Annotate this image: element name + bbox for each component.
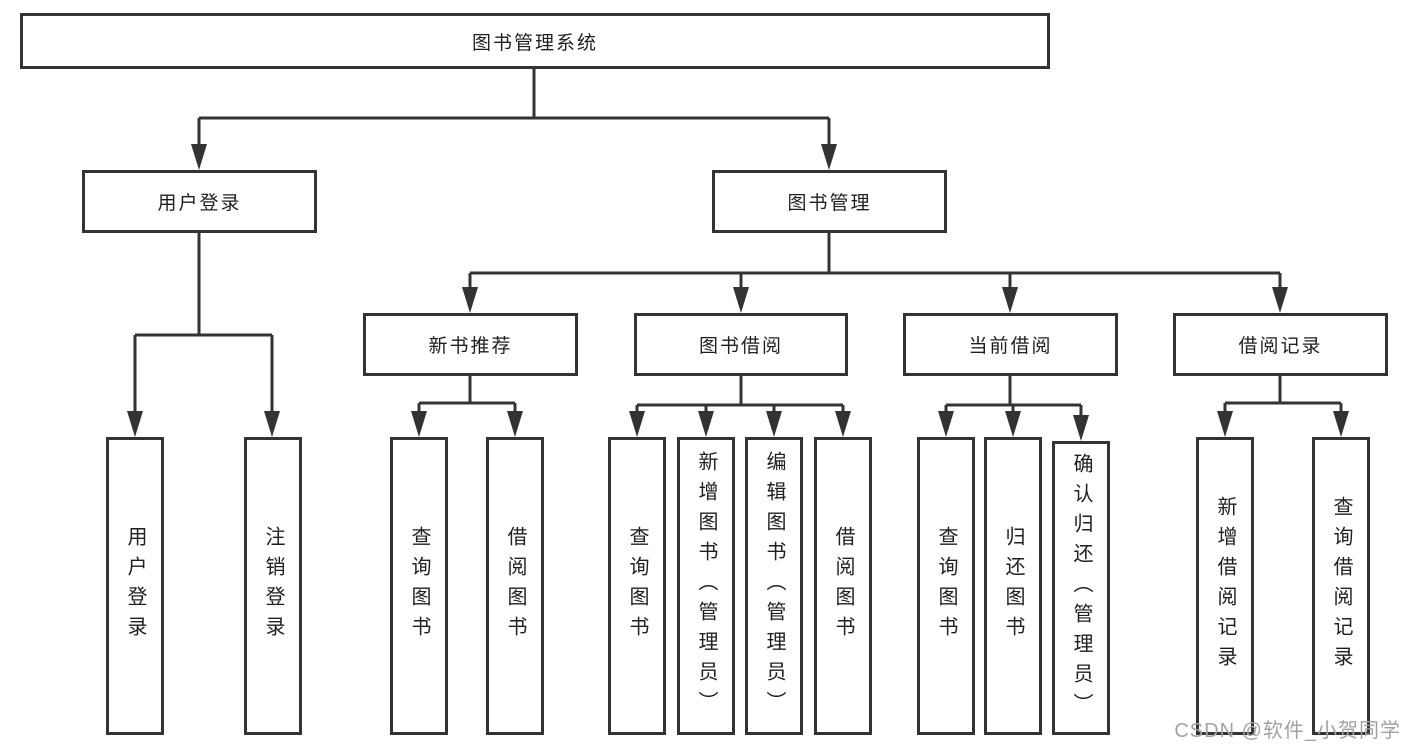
leaf-add-book-admin: 新增图书（管理员）: [677, 437, 735, 735]
leaf-user-login: 用户登录: [106, 437, 164, 735]
node-label: 图书借阅: [698, 336, 783, 357]
arrow-down-icon: [1272, 287, 1288, 313]
connector-book-borrow-to-leaves: [629, 376, 851, 437]
leaf-label: 借阅图书: [832, 526, 854, 646]
leaf-confirm-return-admin: 确认归还（管理员）: [1052, 441, 1110, 735]
leaf-edit-book-admin: 编辑图书（管理员）: [745, 437, 803, 735]
arrow-down-icon: [1333, 411, 1349, 437]
arrow-down-icon: [698, 411, 714, 437]
leaf-query-books-current: 查询图书: [917, 437, 975, 735]
connector-new-book-to-leaves: [411, 376, 523, 437]
leaf-label: 确认归还（管理员）: [1070, 453, 1092, 723]
arrow-down-icon: [821, 144, 837, 170]
arrow-down-icon: [1002, 287, 1018, 313]
connector-book-management-to-level3: [462, 233, 1288, 313]
connector-user-login-to-leaves: [127, 233, 280, 437]
node-user-login-branch: 用户登录: [82, 170, 317, 233]
arrow-down-icon: [411, 411, 427, 437]
leaf-label: 新增借阅记录: [1214, 496, 1236, 676]
leaf-return-book: 归还图书: [984, 437, 1042, 735]
arrow-down-icon: [1005, 411, 1021, 437]
leaf-label: 注销登录: [262, 526, 284, 646]
connector-current-borrow-to-leaves: [938, 376, 1089, 441]
leaf-label: 用户登录: [124, 526, 146, 646]
leaf-add-borrow-record: 新增借阅记录: [1196, 437, 1254, 735]
node-label: 新书推荐: [428, 336, 513, 357]
leaf-query-books-recommend: 查询图书: [390, 437, 448, 735]
arrow-down-icon: [835, 411, 851, 437]
node-label: 图书管理: [787, 193, 872, 214]
leaf-borrow-books-recommend: 借阅图书: [486, 437, 544, 735]
leaf-query-borrow-record: 查询借阅记录: [1312, 437, 1370, 735]
arrow-down-icon: [191, 144, 207, 170]
leaf-label: 查询图书: [626, 526, 648, 646]
node-label: 借阅记录: [1238, 336, 1323, 357]
node-book-management: 图书管理: [712, 170, 947, 233]
node-label: 当前借阅: [968, 336, 1053, 357]
leaf-logout: 注销登录: [244, 437, 302, 735]
arrow-down-icon: [127, 411, 143, 437]
leaf-label: 查询图书: [408, 526, 430, 646]
node-borrow-records: 借阅记录: [1173, 313, 1388, 376]
leaf-label: 查询图书: [935, 526, 957, 646]
arrow-down-icon: [1073, 415, 1089, 441]
watermark: CSDN @软件_小贺同学: [1174, 720, 1401, 742]
arrow-down-icon: [733, 287, 749, 313]
leaf-label: 借阅图书: [504, 526, 526, 646]
node-current-borrow: 当前借阅: [903, 313, 1118, 376]
arrow-down-icon: [462, 287, 478, 313]
node-book-borrow: 图书借阅: [634, 313, 848, 376]
arrow-down-icon: [264, 411, 280, 437]
leaf-borrow-books-borrow: 借阅图书: [814, 437, 872, 735]
node-root: 图书管理系统: [20, 13, 1050, 69]
arrow-down-icon: [766, 411, 782, 437]
node-new-book-recommend: 新书推荐: [363, 313, 578, 376]
leaf-label: 查询借阅记录: [1330, 496, 1352, 676]
arrow-down-icon: [507, 411, 523, 437]
node-root-label: 图书管理系统: [471, 32, 598, 54]
connector-root-to-level2: [191, 69, 837, 170]
connector-borrow-records-to-leaves: [1217, 376, 1349, 437]
arrow-down-icon: [938, 411, 954, 437]
node-label: 用户登录: [157, 193, 242, 214]
leaf-label: 归还图书: [1002, 526, 1024, 646]
leaf-query-books-borrow: 查询图书: [608, 437, 666, 735]
leaf-label: 编辑图书（管理员）: [763, 451, 785, 721]
leaf-label: 新增图书（管理员）: [695, 451, 717, 721]
arrow-down-icon: [629, 411, 645, 437]
arrow-down-icon: [1217, 411, 1233, 437]
